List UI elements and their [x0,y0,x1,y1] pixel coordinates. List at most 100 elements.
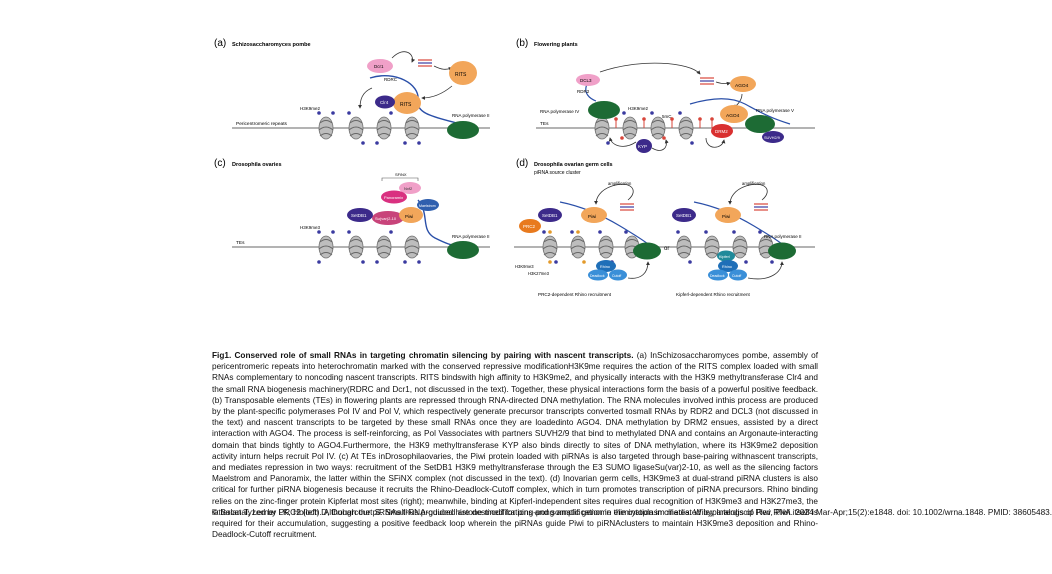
deadlock-protein-right [708,269,728,281]
rits-complex-free [449,61,477,85]
h3k9me3-mark [676,230,680,234]
h3k9me3-mark [744,260,748,264]
rna-polymerase-ii-left [633,242,661,260]
h3k9me3-mark [624,230,628,234]
deadlock-protein-left [588,269,608,281]
panel-c: (c) Drosophila ovaries TEs H3K9me3 RNA p… [214,158,490,264]
small-rna-duplex [619,203,635,211]
suvh-protein [762,131,784,143]
kipferl-protein [717,250,735,262]
panel-b: (b) Flowering plants TEs [516,38,815,153]
h3k9me3-mark [732,230,736,234]
h3k9me2-mark [622,111,626,115]
rna-polymerase-ii [447,241,479,259]
maelstrom-label: Maelstrom [419,204,436,208]
h3k9me2-mark [650,111,654,115]
rhino-protein-left [596,260,616,272]
cutoff-left-label: Cutoff [612,274,621,278]
h3k9me2-mark [403,141,407,145]
h3k9me3-mark [758,230,762,234]
piwi-protein-left [581,207,607,223]
h3k27me3-mark [576,230,580,234]
dcl3-label: DCL3 [580,78,592,83]
nascent-rna [693,201,783,245]
h3k9me3-mark [542,230,546,234]
h3k9me3-mark [361,260,365,264]
kipferl-recruit-label: Kipferl-dependent Rhino recruitment [676,292,751,297]
piwi-protein-right [715,207,741,223]
nxf2-protein [399,182,421,194]
cutoff-protein-right [729,269,747,281]
dna-methylation-mark [670,117,674,121]
piwi-right-label: Piwi [722,214,730,219]
nxf2-label: Nxf2 [404,186,413,191]
setdb1-right-label: SetDB1 [676,213,692,218]
dcl3-protein [576,74,600,86]
arrow [421,85,453,100]
h3k9me3-mark [598,230,602,234]
h3k9me3-mark [570,230,574,234]
nascent-rna [689,98,791,125]
caption-body: (a) InSchizosaccharomyces pombe, assembl… [212,351,818,540]
arrow [715,81,731,86]
nucleosome [650,116,666,140]
h3k27me3-mark [548,260,552,264]
maelstrom-protein [417,199,439,211]
h3k9me3-mark [331,230,335,234]
setdb1-protein [347,208,373,222]
nucleosome [542,235,558,259]
panel-d-letter: (d) [516,158,528,169]
nucleosome [376,235,392,259]
cutoff-protein-left [609,269,627,281]
rhino-protein-right [718,260,738,272]
nucleosome [348,235,364,259]
prc2-label: PRC2 [523,224,536,229]
h3k9me3-mark [403,260,407,264]
rdrc-label: RDRC [384,77,398,82]
rdr2-label: RDR2 [577,89,590,94]
h3k27me3-mark [548,230,552,234]
h3k9me2-mark [389,111,393,115]
h3k9me3-label: H3K9me3 [300,225,321,230]
suvar-protein [372,211,404,225]
h3k9me2-mark [417,141,421,145]
drm2-label: DRM2 [715,129,728,134]
cutoff-right-label: Cutoff [732,274,741,278]
setdb1-left-label: SetDB1 [542,213,558,218]
panel-a: (a) Schizosaccharomyces pombe H3K9me2 Pe… [214,38,490,145]
dna-methylation-mark [620,136,624,140]
polii-label: RNA polymerase II [764,234,802,239]
5mc-label: 5mC [662,114,672,119]
h3k9me2-mark [690,141,694,145]
nucleosome [594,116,610,140]
setdb1-protein-right [672,208,696,222]
nucleosome [348,116,364,140]
ago4-protein-bound [720,105,748,123]
h3k9me2-mark [375,141,379,145]
rna-polymerase-v [745,115,775,133]
panoramix-protein [381,190,407,204]
nucleosome [598,235,614,259]
ago4-protein-free [730,76,756,92]
poliv-label: RNA polymerase IV [540,109,579,114]
nucleosome [376,116,392,140]
dna-methylation-mark [698,117,702,121]
polii-label: RNA polymerase II [452,234,490,239]
prc2-recruit-label: PRC2-dependent Rhino recruitment [538,292,612,297]
h3k9me2-label: H3K9me2 [628,106,649,111]
arrow [433,65,453,71]
nucleosome [570,235,586,259]
caption-title: Fig1. Conserved role of small RNAs in ta… [212,351,634,360]
clr4-protein [375,95,395,109]
h3k9me2-label: H3K9me2 [300,106,321,111]
kipferl-label: Kipferl [719,255,730,259]
piwi-protein [399,207,423,223]
h3k9me3-mark [554,260,558,264]
rna-polymerase-ii-right [768,242,796,260]
h3k9me2-mark [361,141,365,145]
panel-d: (d) Drosophila ovarian germ cells piRNA … [514,158,815,297]
repeats-label: Pericentromeric repeats [236,121,288,127]
amplification-right-label: amplification [742,181,766,186]
h3k9me3-mark [347,230,351,234]
arrow [358,87,373,109]
